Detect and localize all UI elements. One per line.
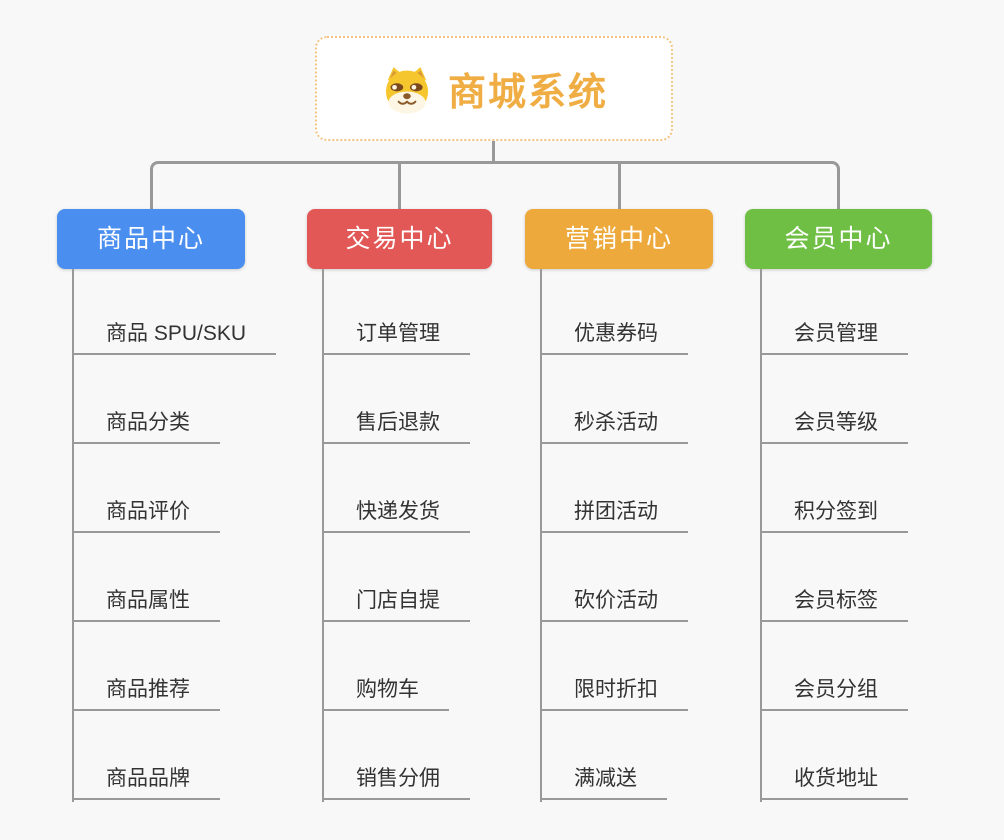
leaf-node[interactable]: 会员等级: [760, 409, 908, 444]
spine-member-center: [760, 269, 762, 802]
branch-node-trade-center[interactable]: 交易中心: [307, 209, 492, 269]
leaf-node[interactable]: 收货地址: [760, 765, 908, 800]
connector-corner-left: [150, 161, 180, 209]
leaf-node[interactable]: 购物车: [322, 676, 449, 711]
leaf-node[interactable]: 砍价活动: [540, 587, 688, 622]
leaf-node[interactable]: 会员管理: [760, 320, 908, 355]
branch-node-product-center[interactable]: 商品中心: [57, 209, 245, 269]
spine-product-center: [72, 269, 74, 802]
leaf-node[interactable]: 拼团活动: [540, 498, 688, 533]
connector-drop-trade: [398, 161, 401, 209]
leaf-node[interactable]: 订单管理: [322, 320, 470, 355]
leaf-node[interactable]: 商品推荐: [72, 676, 220, 711]
spine-marketing-center: [540, 269, 542, 802]
leaf-node[interactable]: 销售分佣: [322, 765, 470, 800]
leaf-node[interactable]: 秒杀活动: [540, 409, 688, 444]
leaf-node[interactable]: 商品评价: [72, 498, 220, 533]
leaf-node[interactable]: 商品 SPU/SKU: [72, 320, 277, 355]
leaf-node[interactable]: 商品品牌: [72, 765, 220, 800]
spine-trade-center: [322, 269, 324, 802]
root-node-mall-system[interactable]: 商城系统: [315, 36, 673, 141]
leaf-node[interactable]: 会员分组: [760, 676, 908, 711]
leaf-node[interactable]: 门店自提: [322, 587, 470, 622]
leaf-node[interactable]: 限时折扣: [540, 676, 688, 711]
leaf-node[interactable]: 优惠券码: [540, 320, 688, 355]
connector-root-stem: [492, 141, 495, 163]
leaf-node[interactable]: 商品属性: [72, 587, 220, 622]
branch-node-member-center[interactable]: 会员中心: [745, 209, 932, 269]
leaf-node[interactable]: 商品分类: [72, 409, 220, 444]
leaf-node[interactable]: 快递发货: [322, 498, 470, 533]
root-title: 商城系统: [447, 72, 608, 114]
shiba-dog-icon: [380, 64, 434, 114]
leaf-node[interactable]: 满减送: [540, 765, 667, 800]
connector-corner-right: [810, 161, 840, 209]
connector-drop-marketing: [618, 161, 621, 209]
leaf-node[interactable]: 会员标签: [760, 587, 908, 622]
leaf-node[interactable]: 售后退款: [322, 409, 470, 444]
connector-bus: [176, 161, 814, 164]
branch-node-marketing-center[interactable]: 营销中心: [525, 209, 713, 269]
leaf-node[interactable]: 积分签到: [760, 498, 908, 533]
